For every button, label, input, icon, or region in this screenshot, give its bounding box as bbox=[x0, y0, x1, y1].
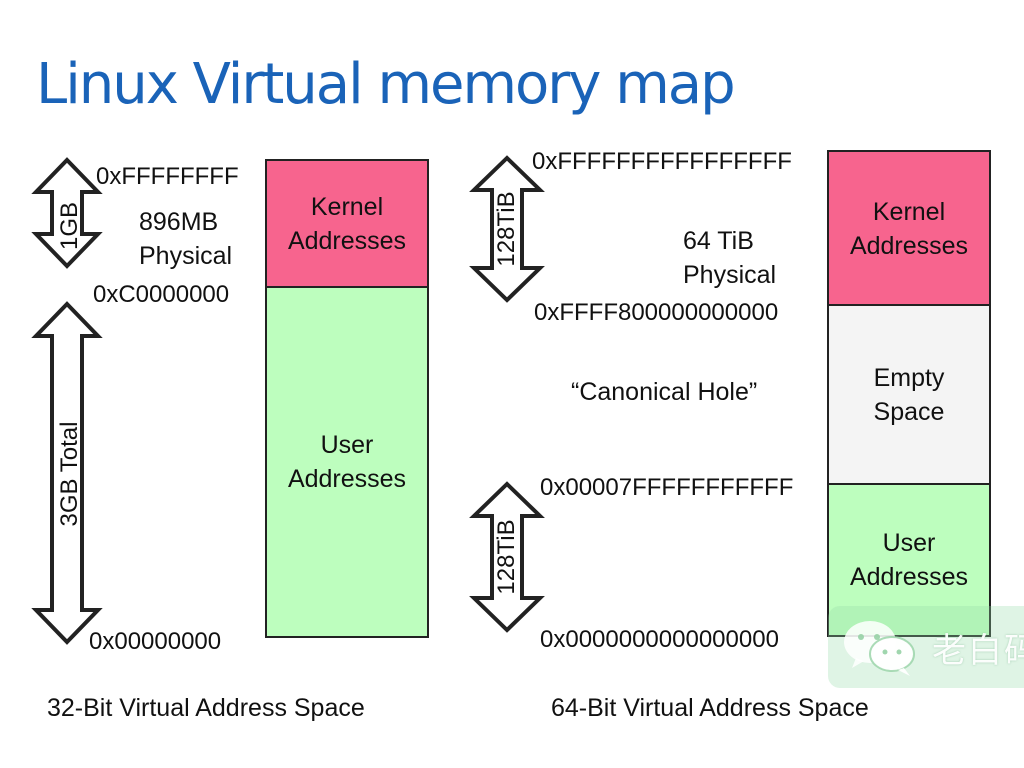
region-32-kernel-line1: Kernel bbox=[310, 193, 384, 221]
size-arrow-1gb bbox=[31, 157, 103, 269]
region-64-kernel-line2: Addresses bbox=[849, 231, 969, 260]
addr-32-bottom: 0x00000000 bbox=[89, 628, 222, 655]
region-32-kernel: Kernel Addresses bbox=[265, 159, 429, 287]
region-32-user: User Addresses bbox=[265, 286, 429, 638]
size-arrow-3gb bbox=[31, 301, 103, 645]
watermark-text: 老白码 bbox=[932, 631, 1024, 670]
addr-64-top: 0xFFFFFFFFFFFFFFFF bbox=[532, 148, 792, 175]
region-64-user-line2: Addresses bbox=[849, 563, 969, 591]
size-label-128tib-top: 128TiB bbox=[493, 191, 520, 267]
region-32-kernel-line2: Addresses bbox=[287, 227, 407, 255]
note-32-line2: Physical bbox=[139, 242, 233, 270]
size-label-128tib-bottom: 128TiB bbox=[493, 519, 520, 595]
note-64-line1: 64 TiB bbox=[683, 227, 754, 255]
wechat-icon bbox=[844, 621, 915, 676]
caption-32bit: 32-Bit Virtual Address Space bbox=[47, 694, 365, 722]
note-32-line1: 896MB bbox=[139, 208, 219, 236]
addr-32-top: 0xFFFFFFFF bbox=[96, 163, 239, 190]
size-arrow-128tib-top bbox=[469, 155, 545, 303]
region-64-kernel: Kernel Addresses bbox=[827, 150, 991, 305]
note-64-physical: 64 TiB Physical bbox=[683, 224, 776, 292]
region-32-user-line1: User bbox=[320, 431, 374, 459]
region-32-user-line2: Addresses bbox=[287, 465, 407, 493]
caption-64bit: 64-Bit Virtual Address Space bbox=[551, 694, 869, 722]
canonical-hole-label: “Canonical Hole” bbox=[571, 378, 758, 406]
size-arrow-128tib-bottom bbox=[469, 481, 545, 633]
watermark: 老白码 bbox=[828, 606, 1024, 688]
size-label-3gb: 3GB Total bbox=[56, 421, 83, 527]
region-64-user-line1: User bbox=[882, 529, 936, 557]
note-32-physical: 896MB Physical bbox=[139, 205, 232, 273]
addr-64-bottom: 0x0000000000000000 bbox=[540, 626, 779, 653]
addr-64-kernel-start: 0xFFFF800000000000 bbox=[534, 299, 779, 326]
region-64-empty-line2: Space bbox=[873, 398, 945, 426]
size-label-1gb: 1GB bbox=[56, 201, 83, 251]
addr-64-user-end: 0x00007FFFFFFFFFFF bbox=[540, 474, 794, 501]
region-64-empty: Empty Space bbox=[827, 304, 991, 484]
region-64-user: User Addresses bbox=[827, 483, 991, 637]
note-64-line2: Physical bbox=[683, 261, 777, 289]
addr-32-kernel-start: 0xC0000000 bbox=[93, 281, 230, 308]
page-title: Linux Virtual memory map bbox=[36, 52, 736, 117]
region-64-kernel-line1: Kernel bbox=[872, 197, 946, 226]
region-64-empty-line1: Empty bbox=[873, 364, 945, 392]
